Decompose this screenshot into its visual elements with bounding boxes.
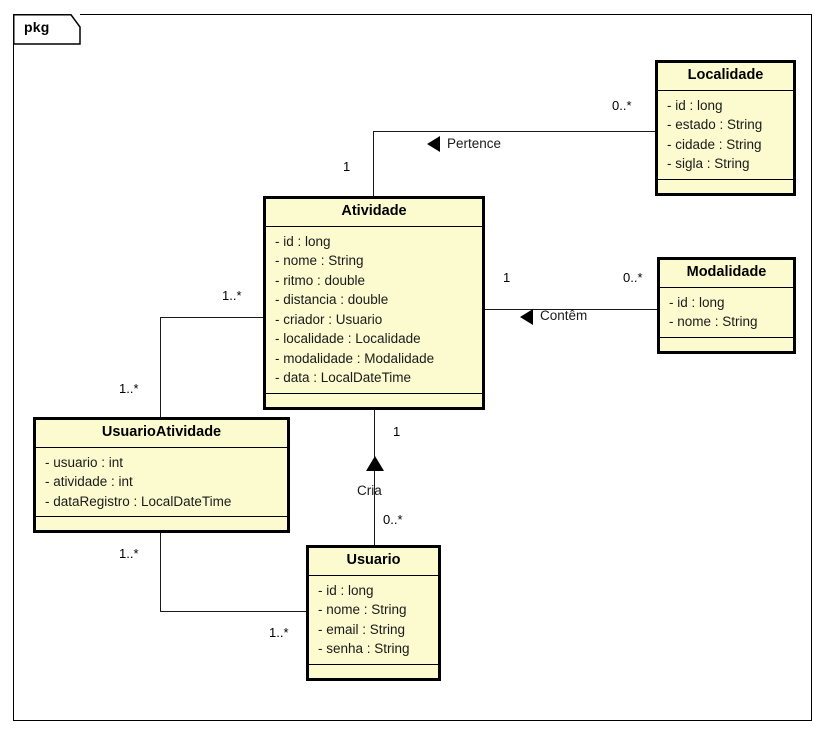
attribute-row: - id : long	[318, 582, 374, 598]
attribute-row: - id : long	[669, 294, 725, 310]
connector-pertence-vertical	[373, 131, 374, 203]
attribute-row: - email : String	[318, 621, 406, 637]
connector-usuarioatividade-usuario-vertical	[160, 531, 161, 612]
class-operations-usuarioatividade	[36, 517, 287, 530]
multiplicity-contem-target: 0..*	[623, 270, 643, 285]
arrowhead-pertence-icon	[427, 136, 440, 152]
attribute-row: - nome : String	[275, 253, 364, 269]
association-label-cria: Cria	[357, 483, 382, 498]
connector-atividade-usuarioatividade-horizontal	[160, 317, 265, 318]
multiplicity-contem-source: 1	[503, 270, 511, 285]
connector-contem-horizontal	[484, 309, 657, 310]
class-attributes-usuarioatividade: - usuario : int - atividade : int - data…	[36, 448, 287, 518]
class-operations-atividade	[266, 394, 482, 407]
class-name-modalidade: Modalidade	[660, 260, 793, 288]
class-name-usuarioatividade: UsuarioAtividade	[36, 420, 287, 448]
class-attributes-usuario: - id : long - nome : String - email : St…	[309, 576, 438, 665]
class-operations-usuario	[309, 665, 438, 678]
class-operations-localidade	[658, 180, 793, 193]
attribute-row: - dataRegistro : LocalDateTime	[45, 493, 232, 509]
package-frame-top-edge	[80, 14, 812, 15]
package-tab	[13, 14, 81, 45]
class-box-atividade[interactable]: Atividade - id : long - nome : String - …	[263, 196, 485, 410]
multiplicity-atividade-usuarioatividade-source: 1..*	[222, 288, 242, 303]
class-box-usuarioatividade[interactable]: UsuarioAtividade - usuario : int - ativi…	[33, 417, 290, 534]
package-frame	[13, 14, 812, 721]
attribute-row: - modalidade : Modalidade	[275, 350, 435, 366]
class-name-localidade: Localidade	[658, 63, 793, 91]
attribute-row: - ritmo : double	[275, 272, 366, 288]
class-name-atividade: Atividade	[266, 199, 482, 227]
attribute-row: - senha : String	[318, 641, 410, 657]
connector-atividade-usuarioatividade-vertical	[160, 317, 161, 418]
connector-usuarioatividade-usuario-horizontal	[160, 611, 308, 612]
multiplicity-pertence-target: 0..*	[612, 98, 632, 113]
class-box-modalidade[interactable]: Modalidade - id : long - nome : String	[657, 257, 796, 354]
class-attributes-localidade: - id : long - estado : String - cidade :…	[658, 91, 793, 180]
attribute-row: - distancia : double	[275, 292, 389, 308]
association-label-pertence: Pertence	[447, 136, 502, 151]
attribute-row: - usuario : int	[45, 454, 124, 470]
attribute-row: - data : LocalDateTime	[275, 370, 412, 386]
class-attributes-atividade: - id : long - nome : String - ritmo : do…	[266, 227, 482, 394]
connector-cria-vertical	[374, 407, 375, 548]
connector-pertence-horizontal	[373, 131, 657, 132]
attribute-row: - nome : String	[669, 314, 758, 330]
class-operations-modalidade	[660, 338, 793, 351]
multiplicity-atividade-usuarioatividade-target: 1..*	[119, 381, 139, 396]
multiplicity-usuarioatividade-usuario-target: 1..*	[269, 625, 289, 640]
class-attributes-modalidade: - id : long - nome : String	[660, 288, 793, 338]
multiplicity-usuarioatividade-usuario-source: 1..*	[119, 546, 139, 561]
attribute-row: - atividade : int	[45, 474, 133, 490]
class-name-usuario: Usuario	[309, 548, 438, 576]
multiplicity-cria-source: 1	[393, 424, 401, 439]
attribute-row: - localidade : Localidade	[275, 331, 421, 347]
attribute-row: - nome : String	[318, 602, 407, 618]
attribute-row: - id : long	[667, 97, 723, 113]
attribute-row: - cidade : String	[667, 136, 762, 152]
class-box-usuario[interactable]: Usuario - id : long - nome : String - em…	[306, 545, 441, 681]
attribute-row: - estado : String	[667, 117, 763, 133]
association-label-contem: Contêm	[540, 308, 588, 323]
attribute-row: - criador : Usuario	[275, 311, 383, 327]
package-tab-label: pkg	[24, 19, 50, 35]
attribute-row: - sigla : String	[667, 156, 750, 172]
multiplicity-cria-target: 0..*	[383, 512, 403, 527]
arrowhead-contem-icon	[520, 309, 533, 325]
multiplicity-pertence-source: 1	[343, 159, 351, 174]
arrowhead-cria-icon	[366, 456, 384, 471]
attribute-row: - id : long	[275, 233, 331, 249]
class-box-localidade[interactable]: Localidade - id : long - estado : String…	[655, 60, 796, 196]
